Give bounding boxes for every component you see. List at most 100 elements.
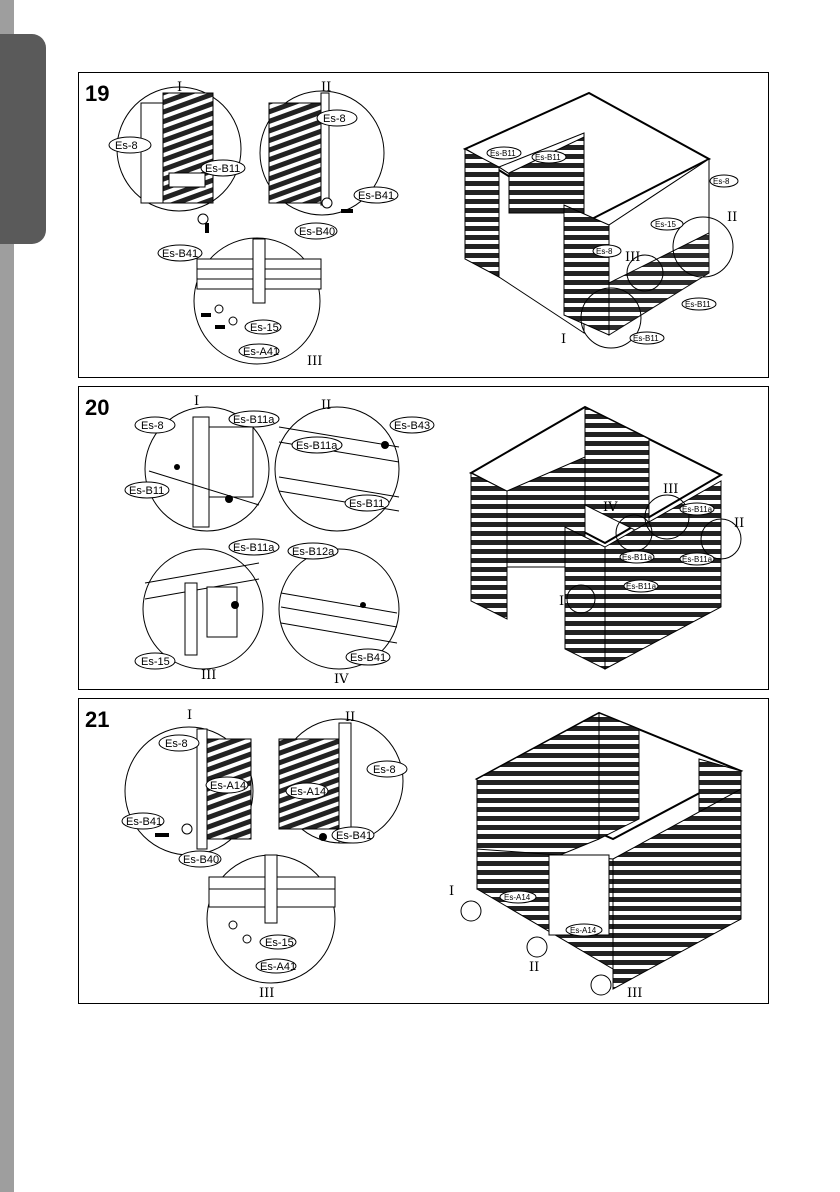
label-es-8: Es-8 bbox=[158, 734, 200, 752]
svg-text:Es-B11a: Es-B11a bbox=[622, 553, 653, 562]
step-19-panel: 19 I Es-8 Es-B11 bbox=[78, 72, 769, 378]
label-es-a41: Es-A41 bbox=[238, 343, 280, 359]
detail-III bbox=[193, 237, 322, 365]
label-es-b41: Es-B41 bbox=[353, 186, 399, 204]
label-es-b11: Es-B11 bbox=[124, 481, 170, 499]
label-es-b11a: Es-B11a bbox=[291, 436, 343, 454]
main-label: Es-A14 bbox=[499, 890, 537, 904]
label-es-b41: Es-B41 bbox=[331, 826, 375, 844]
svg-text:Es-15: Es-15 bbox=[250, 322, 279, 334]
detail-I bbox=[144, 406, 270, 532]
svg-text:Es-B41: Es-B41 bbox=[336, 830, 372, 842]
step-number: 19 bbox=[85, 81, 110, 106]
label-es-b41: Es-B41 bbox=[157, 244, 203, 262]
label-es-15: Es-15 bbox=[259, 934, 297, 950]
svg-text:II: II bbox=[727, 210, 737, 225]
svg-text:I: I bbox=[559, 594, 564, 609]
label-es-8: Es-8 bbox=[316, 109, 358, 127]
svg-text:III: III bbox=[625, 250, 640, 265]
main-label: Es-B11 bbox=[531, 150, 567, 164]
svg-text:Es-B40: Es-B40 bbox=[299, 226, 335, 238]
svg-text:II: II bbox=[734, 516, 744, 531]
svg-text:Es-B11: Es-B11 bbox=[205, 163, 240, 175]
svg-text:Es-B11a: Es-B11a bbox=[682, 505, 713, 514]
detail-IV bbox=[278, 548, 400, 670]
svg-text:II: II bbox=[321, 398, 331, 413]
svg-text:I: I bbox=[194, 394, 199, 409]
svg-text:Es-B40: Es-B40 bbox=[183, 854, 219, 866]
svg-text:Es-8: Es-8 bbox=[115, 140, 138, 152]
main-label: Es-B11 bbox=[681, 297, 717, 311]
svg-text:Es-B41: Es-B41 bbox=[162, 248, 198, 260]
step-20-illustration: I Es-8 Es-B11a Es-B11 II Es-B11a Es-B43 … bbox=[124, 394, 744, 687]
main-label: Es-8 bbox=[709, 174, 739, 188]
label-es-15: Es-15 bbox=[244, 319, 282, 335]
detail-III bbox=[142, 548, 264, 670]
svg-text:Es-15: Es-15 bbox=[141, 656, 170, 668]
svg-text:IV: IV bbox=[603, 500, 618, 515]
label-es-b11: Es-B11 bbox=[200, 159, 246, 177]
label-es-a14: Es-A14 bbox=[205, 776, 249, 794]
svg-text:Es-B12a: Es-B12a bbox=[292, 546, 335, 558]
svg-text:II: II bbox=[529, 960, 539, 975]
svg-text:II: II bbox=[321, 80, 331, 95]
label-es-b12a: Es-B12a bbox=[287, 542, 339, 560]
svg-text:I: I bbox=[177, 80, 182, 95]
svg-text:Es-B11: Es-B11 bbox=[685, 300, 711, 309]
svg-text:Es-B11a: Es-B11a bbox=[233, 542, 275, 554]
label-es-8: Es-8 bbox=[134, 416, 176, 434]
svg-text:III: III bbox=[627, 986, 642, 1001]
svg-text:IV: IV bbox=[334, 672, 349, 687]
svg-text:Es-8: Es-8 bbox=[373, 764, 396, 776]
svg-text:III: III bbox=[307, 354, 322, 369]
svg-text:Es-B11a: Es-B11a bbox=[626, 582, 657, 591]
page-edge-strip bbox=[0, 0, 14, 1192]
svg-text:Es-B11: Es-B11 bbox=[349, 498, 384, 510]
main-label: Es-B11a bbox=[679, 502, 715, 516]
step-19-illustration: I Es-8 Es-B11 Es-B41 II Es-8 Es-B41 bbox=[108, 80, 739, 369]
label-es-8: Es-8 bbox=[366, 760, 408, 778]
label-es-a14: Es-A14 bbox=[285, 782, 329, 800]
svg-text:Es-A14: Es-A14 bbox=[570, 926, 597, 935]
detail-II bbox=[274, 406, 400, 532]
main-label: Es-B11 bbox=[629, 331, 665, 345]
svg-text:Es-A14: Es-A14 bbox=[210, 780, 246, 792]
svg-text:Es-B11a: Es-B11a bbox=[233, 414, 275, 426]
step-number: 21 bbox=[85, 707, 110, 732]
svg-text:Es-8: Es-8 bbox=[596, 247, 613, 256]
label-es-b11a: Es-B11a bbox=[228, 410, 280, 428]
svg-text:Es-B11a: Es-B11a bbox=[296, 440, 338, 452]
svg-text:Es-15: Es-15 bbox=[265, 937, 294, 949]
detail-II bbox=[278, 718, 404, 844]
svg-text:Es-B43: Es-B43 bbox=[394, 420, 430, 432]
svg-text:Es-A41: Es-A41 bbox=[243, 346, 279, 358]
svg-text:Es-B11: Es-B11 bbox=[490, 149, 516, 158]
label-es-b11a: Es-B11a bbox=[228, 538, 280, 556]
main-label: Es-B11a bbox=[619, 550, 655, 564]
svg-text:Es-8: Es-8 bbox=[141, 420, 164, 432]
main-label: Es-B11 bbox=[486, 146, 522, 160]
label-es-b43: Es-B43 bbox=[389, 416, 435, 434]
svg-text:Es-B11: Es-B11 bbox=[129, 485, 164, 497]
detail-I bbox=[116, 86, 242, 233]
svg-text:Es-8: Es-8 bbox=[165, 738, 188, 750]
main-label: Es-A14 bbox=[565, 923, 603, 937]
svg-text:III: III bbox=[663, 482, 678, 497]
label-es-b40: Es-B40 bbox=[294, 222, 338, 240]
svg-text:III: III bbox=[259, 986, 274, 1001]
main-label: Es-15 bbox=[650, 217, 684, 231]
step-number: 20 bbox=[85, 395, 110, 420]
shed-drawing-21 bbox=[460, 711, 744, 996]
shed-drawing-20 bbox=[468, 405, 742, 670]
svg-text:Es-B41: Es-B41 bbox=[358, 190, 394, 202]
step-20-panel: 20 I Es-8 Es-B11a Es-B11 II Es-B11a Es-B… bbox=[78, 386, 769, 690]
svg-text:I: I bbox=[449, 884, 454, 899]
label-es-b41: Es-B41 bbox=[345, 648, 391, 666]
svg-text:Es-A14: Es-A14 bbox=[290, 786, 326, 798]
label-es-b41: Es-B41 bbox=[121, 812, 165, 830]
main-label: Es-B11a bbox=[623, 579, 659, 593]
svg-text:II: II bbox=[345, 710, 355, 725]
svg-text:I: I bbox=[561, 332, 566, 347]
svg-text:Es-B11a: Es-B11a bbox=[682, 555, 713, 564]
step-21-panel: 21 I Es-8 Es-A14 Es-B41 Es-B40 II Es-8 E… bbox=[78, 698, 769, 1004]
